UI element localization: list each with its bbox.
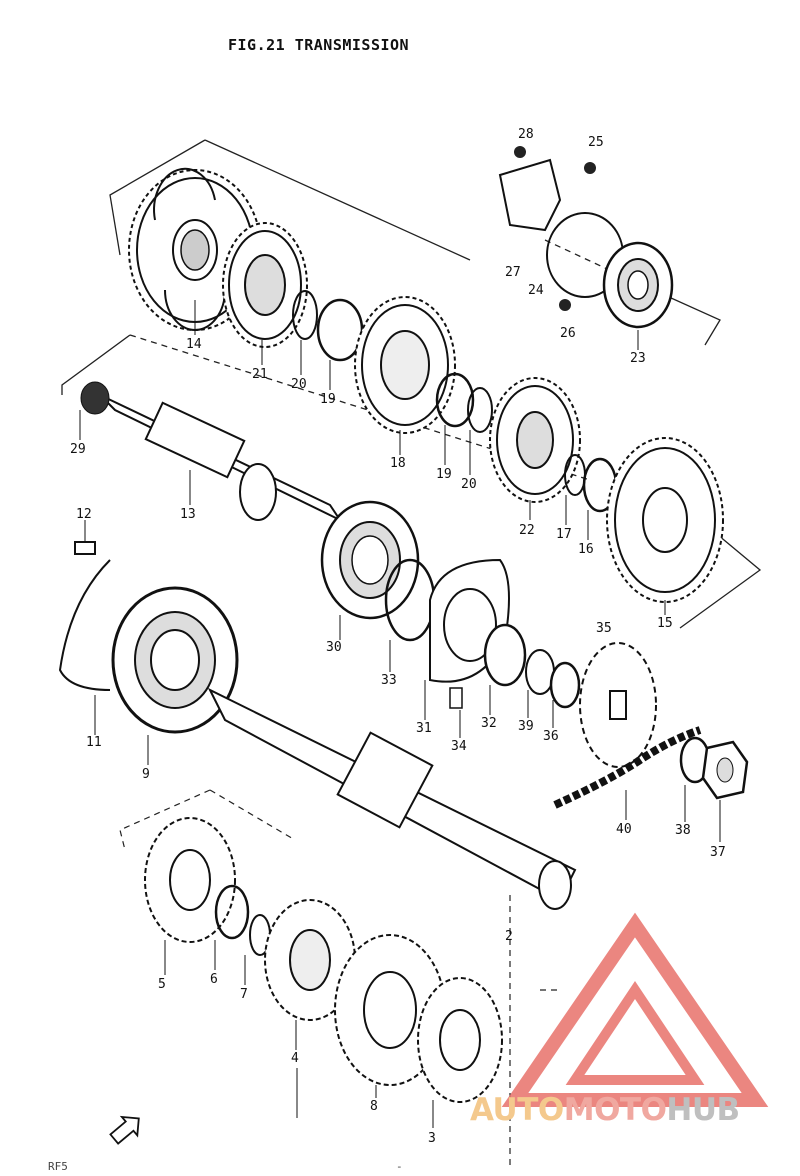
page-code: RF5 bbox=[48, 1160, 68, 1173]
gear-4 bbox=[264, 899, 356, 1021]
part-label: 15 bbox=[657, 616, 673, 631]
part-label: 21 bbox=[252, 367, 268, 382]
part-label: 34 bbox=[451, 739, 467, 754]
part-label: 17 bbox=[556, 527, 572, 542]
spacer-36 bbox=[549, 661, 581, 709]
part-label: 20 bbox=[291, 377, 307, 392]
gear-18 bbox=[354, 296, 456, 434]
part-label: 31 bbox=[416, 721, 432, 736]
stopper-plate-11 bbox=[58, 559, 111, 691]
part-label: 9 bbox=[142, 767, 150, 782]
part-label: 23 bbox=[630, 351, 646, 366]
washer-20-lower bbox=[467, 387, 493, 433]
bearing-23 bbox=[602, 241, 674, 329]
part-label: 29 bbox=[70, 442, 86, 457]
washer-20-upper bbox=[292, 290, 318, 340]
part-label: 13 bbox=[180, 507, 196, 522]
part-label: 33 bbox=[381, 673, 397, 688]
part-label: 2 bbox=[505, 929, 513, 944]
main-shaft-2 bbox=[207, 687, 577, 910]
nut-37 bbox=[701, 740, 749, 800]
part-label: 32 bbox=[481, 716, 497, 731]
part-label: 36 bbox=[543, 729, 559, 744]
drive-chain-40 bbox=[553, 726, 702, 809]
gear-3 bbox=[417, 977, 503, 1103]
screw-12 bbox=[74, 541, 96, 555]
part-label: 7 bbox=[240, 987, 248, 1002]
wordmark-auto: AUTO bbox=[470, 1092, 564, 1128]
part-label: 25 bbox=[588, 135, 604, 150]
part-label: 19 bbox=[320, 392, 336, 407]
sprocket-35 bbox=[579, 642, 657, 768]
automotohub-logo-mark bbox=[501, 912, 769, 1107]
part-label: 5 bbox=[158, 977, 166, 992]
part-label: 22 bbox=[519, 523, 535, 538]
part-label: 14 bbox=[186, 337, 202, 352]
automotohub-wordmark: AUTOMOTOHUB bbox=[470, 1092, 740, 1128]
part-label: 11 bbox=[86, 735, 102, 750]
part-label: 20 bbox=[461, 477, 477, 492]
part-label: 39 bbox=[518, 719, 534, 734]
part-number-labels: 28 25 27 24 26 23 14 21 20 19 18 19 20 2… bbox=[70, 127, 726, 1146]
part-label: 3 bbox=[428, 1131, 436, 1146]
gear-8 bbox=[334, 934, 446, 1086]
part-label: 6 bbox=[210, 972, 218, 987]
wordmark-hub: HUB bbox=[666, 1092, 740, 1128]
part-label: 27 bbox=[505, 265, 521, 280]
front-arrow-icon bbox=[109, 1115, 140, 1145]
part-label: 4 bbox=[291, 1051, 299, 1066]
part-label: 38 bbox=[675, 823, 691, 838]
bearing-30 bbox=[320, 500, 420, 620]
part-label: 19 bbox=[436, 467, 452, 482]
part-label: 24 bbox=[528, 283, 544, 298]
part-label: 37 bbox=[710, 845, 726, 860]
washer-6 bbox=[214, 884, 250, 940]
bolt-34 bbox=[449, 687, 463, 709]
part-label: 28 bbox=[518, 127, 534, 142]
gear-5 bbox=[144, 817, 236, 943]
circlip-19-upper bbox=[316, 298, 364, 362]
part-label: 8 bbox=[370, 1099, 378, 1114]
part-label: 18 bbox=[390, 456, 406, 471]
bearing-9 bbox=[111, 586, 239, 734]
part-label: 12 bbox=[76, 507, 92, 522]
gear-21 bbox=[222, 222, 308, 348]
figure-title: FIG.21 TRANSMISSION bbox=[228, 36, 410, 54]
oring-39 bbox=[525, 649, 555, 695]
gear-15 bbox=[606, 437, 724, 603]
part-label: 16 bbox=[578, 542, 594, 557]
countershaft-13 bbox=[80, 381, 343, 523]
bearing-retainer-27 bbox=[498, 146, 624, 311]
wordmark-moto: MOTO bbox=[563, 1092, 667, 1128]
seal-32 bbox=[483, 623, 527, 687]
part-label: 40 bbox=[616, 822, 632, 837]
gear-22 bbox=[489, 377, 581, 503]
part-label: 26 bbox=[560, 326, 576, 341]
part-label: 35 bbox=[596, 621, 612, 636]
page-footer-mark: - bbox=[396, 1160, 403, 1173]
circlip-19-lower bbox=[435, 372, 475, 428]
part-label: 30 bbox=[326, 640, 342, 655]
assembly-outline-lower bbox=[119, 789, 560, 1170]
leader-lines bbox=[79, 300, 721, 1128]
